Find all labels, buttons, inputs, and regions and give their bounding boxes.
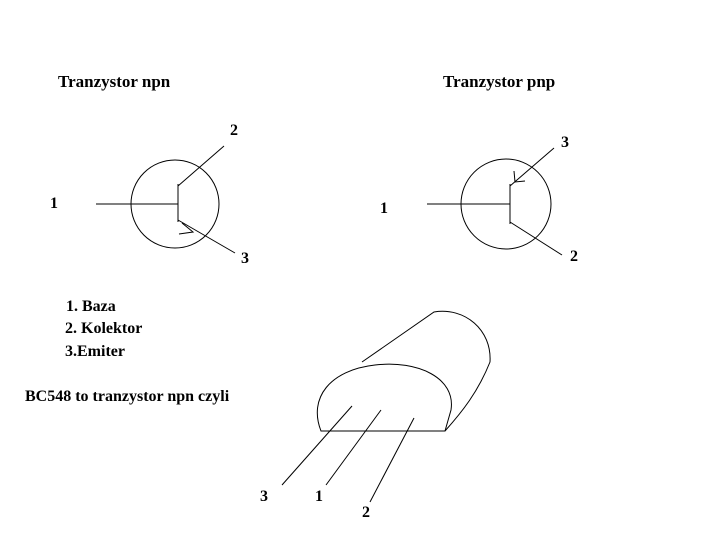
npn-symbol	[96, 145, 236, 254]
package-leg-right-label: 2	[362, 504, 370, 521]
npn-collector-lead	[177, 145, 225, 187]
pnp-collector-lead	[509, 221, 563, 256]
npn-pin-collector-label: 2	[230, 122, 238, 139]
package-leg-right	[369, 417, 415, 503]
pnp-pin-emitter-label: 2	[570, 248, 578, 265]
legend-item-base: 1. Baza	[66, 298, 116, 315]
bc548-note: BC548 to tranzystor npn czyli	[25, 388, 230, 405]
pnp-emitter-lead	[509, 147, 555, 187]
pnp-emitter-arrow	[513, 170, 526, 183]
legend-item-collector: 2. Kolektor	[65, 320, 143, 337]
package-front-face	[316, 363, 452, 432]
pnp-pin-base-label: 1	[380, 200, 388, 217]
pnp-pin-collector-label: 3	[561, 134, 569, 151]
package-leg-middle-label: 1	[315, 488, 323, 505]
npn-emitter-arrow	[178, 222, 195, 235]
bc548-package	[281, 310, 491, 503]
pnp-title: Tranzystor pnp	[443, 72, 556, 91]
legend-item-emitter: 3.Emiter	[65, 343, 125, 360]
pnp-symbol	[427, 147, 563, 256]
npn-emitter-lead	[177, 219, 236, 254]
npn-title: Tranzystor npn	[58, 72, 171, 91]
package-leg-middle	[325, 409, 382, 486]
npn-pin-emitter-label: 3	[241, 250, 249, 267]
package-body-outline	[361, 310, 491, 432]
package-leg-left	[281, 405, 353, 486]
package-leg-left-label: 3	[260, 488, 268, 505]
npn-pin-base-label: 1	[50, 195, 58, 212]
